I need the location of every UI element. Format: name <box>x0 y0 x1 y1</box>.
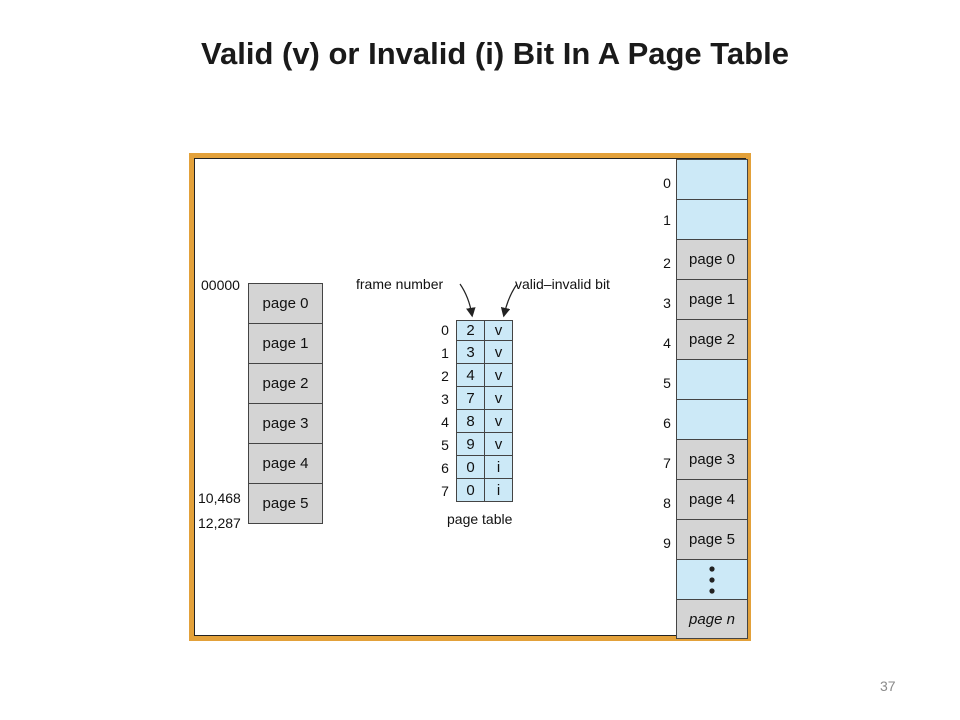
slide-number: 37 <box>880 678 896 694</box>
logical-page-0: page 0 <box>248 283 323 324</box>
physical-frame: page 0 <box>676 239 748 280</box>
diagram-canvas: 00000 10,468 12,287 page 0 page 1 page 2… <box>194 158 748 639</box>
figure-frame: 00000 10,468 12,287 page 0 page 1 page 2… <box>189 153 751 641</box>
logical-page-5: page 5 <box>248 483 323 524</box>
physical-frame <box>676 399 748 440</box>
frame-index: 6 <box>663 415 671 431</box>
logical-page-3: page 3 <box>248 403 323 444</box>
frame-cell: 0 <box>456 478 485 502</box>
page-table-index: 7 <box>441 483 449 499</box>
logical-page-4: page 4 <box>248 443 323 484</box>
page-table-index: 1 <box>441 345 449 361</box>
valid-invalid-label: valid–invalid bit <box>515 276 610 292</box>
frame-index: 9 <box>663 535 671 551</box>
physical-frame: page 5 <box>676 519 748 560</box>
frame-cell: 9 <box>456 432 485 456</box>
ellipsis-icon <box>709 565 715 594</box>
frame-cell: 3 <box>456 340 485 364</box>
frame-cell: 8 <box>456 409 485 433</box>
physical-frame: page 1 <box>676 279 748 320</box>
physical-frame <box>676 359 748 400</box>
last-frame-label: page n <box>689 610 735 628</box>
frame-index: 3 <box>663 295 671 311</box>
frame-index: 2 <box>663 255 671 271</box>
page-table-index: 6 <box>441 460 449 476</box>
address-page5: 10,468 <box>198 490 241 506</box>
valid-invalid-arrow <box>500 283 518 318</box>
frame-cell: 4 <box>456 363 485 387</box>
physical-frame: page 2 <box>676 319 748 360</box>
bit-cell: v <box>484 432 513 456</box>
frame-index: 7 <box>663 455 671 471</box>
physical-frame <box>676 159 748 200</box>
frame-cell: 2 <box>456 320 485 341</box>
frame-cell: 0 <box>456 455 485 479</box>
frame-cell: 7 <box>456 386 485 410</box>
page-table-index: 2 <box>441 368 449 384</box>
frame-index: 1 <box>663 212 671 228</box>
page-table-caption: page table <box>447 511 513 527</box>
logical-page-2: page 2 <box>248 363 323 404</box>
physical-frame: page 3 <box>676 439 748 480</box>
frame-index: 0 <box>663 175 671 191</box>
frame-index: 4 <box>663 335 671 351</box>
physical-frame: page 4 <box>676 479 748 520</box>
bit-cell: v <box>484 386 513 410</box>
bit-cell: v <box>484 340 513 364</box>
page-table-index: 3 <box>441 391 449 407</box>
frame-number-label: frame number <box>356 276 444 292</box>
frame-number-arrow <box>459 283 476 318</box>
physical-frame: page n <box>676 599 748 639</box>
address-start: 00000 <box>201 277 240 293</box>
page-table-index: 4 <box>441 414 449 430</box>
slide-title: Valid (v) or Invalid (i) Bit In A Page T… <box>201 36 789 71</box>
bit-cell: i <box>484 478 513 502</box>
address-end: 12,287 <box>198 515 241 531</box>
frame-index: 5 <box>663 375 671 391</box>
bit-cell: v <box>484 320 513 341</box>
logical-page-1: page 1 <box>248 323 323 364</box>
bit-cell: i <box>484 455 513 479</box>
physical-frame <box>676 199 748 240</box>
page-table-index: 0 <box>441 322 449 338</box>
frame-index: 8 <box>663 495 671 511</box>
bit-cell: v <box>484 409 513 433</box>
bit-cell: v <box>484 363 513 387</box>
label-arrows <box>459 283 518 318</box>
ellipsis-frame <box>676 559 748 600</box>
page-table-index: 5 <box>441 437 449 453</box>
